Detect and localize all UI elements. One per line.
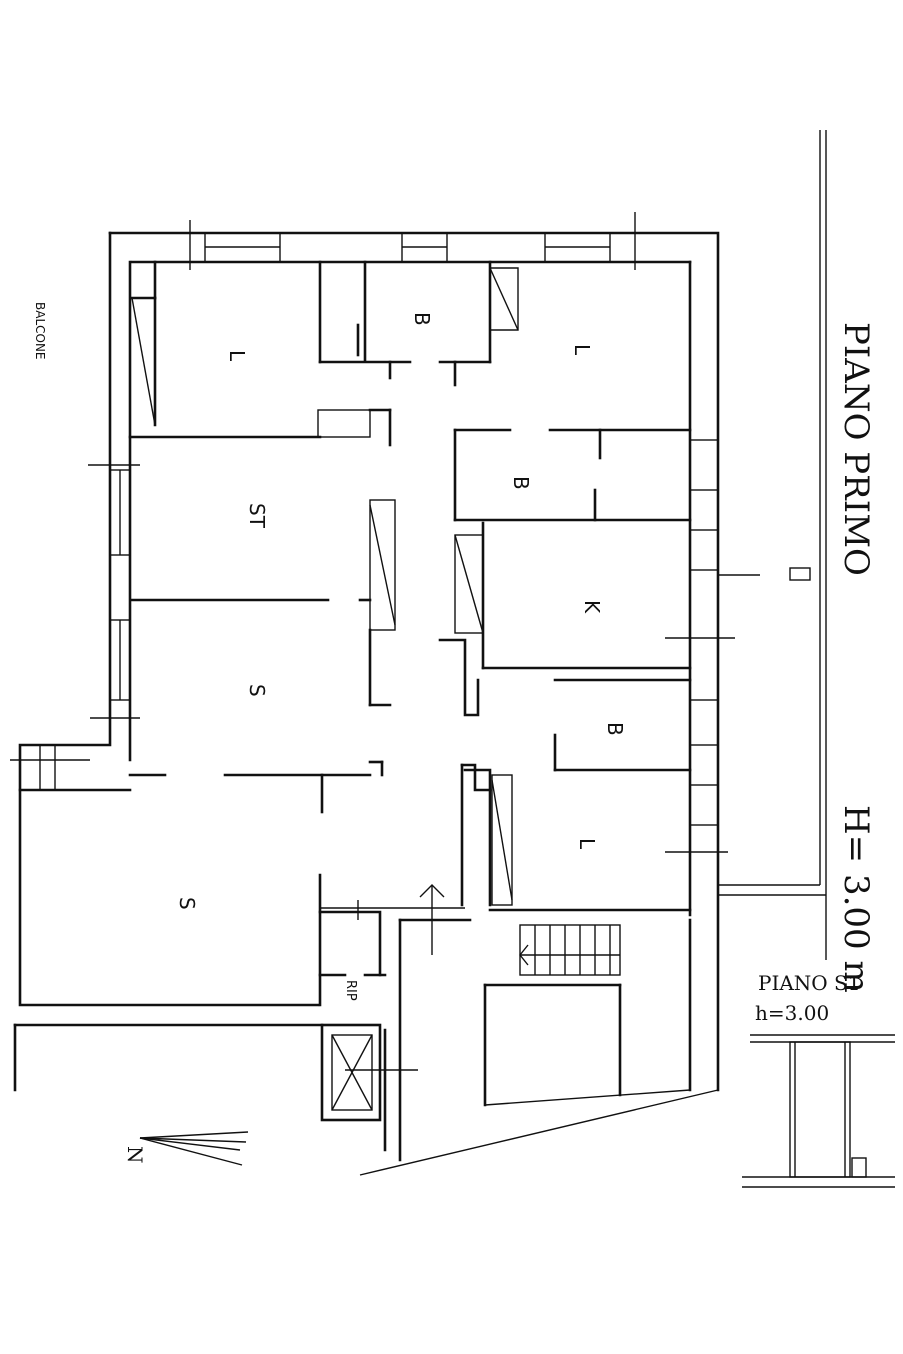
room-label-st: ST [245,503,269,529]
room-label-b-top: B [410,312,434,326]
north-label: N [123,1146,147,1164]
height-note: H= 3.00 m [836,805,876,993]
site-lines [718,130,827,960]
windows-top [189,212,636,270]
windows-left [10,464,140,790]
room-label-l-lower: L [575,838,599,850]
inset-section [742,1034,895,1188]
plan-title: PIANO PRIMO [836,322,876,576]
room-label-s-center: S [245,684,269,697]
room-label-b-mid: B [509,476,533,490]
room-labels: L B L B ST K S B L S RIP [175,312,627,1001]
north-arrow-icon [139,1131,249,1166]
windows-right [665,439,760,853]
inset-title: PIANO S1 [758,971,860,995]
balcony-label: BALCONE [33,302,47,360]
room-label-l-top-right: L [570,344,594,356]
interior-walls [13,260,719,1176]
room-label-k: K [580,600,604,614]
room-label-s-bottom: S [175,897,199,910]
room-label-rip: RIP [343,980,358,1001]
room-label-b-lower: B [603,722,627,736]
room-label-l-top-left: L [225,350,249,362]
inset-height: h=3.00 [755,1001,829,1025]
